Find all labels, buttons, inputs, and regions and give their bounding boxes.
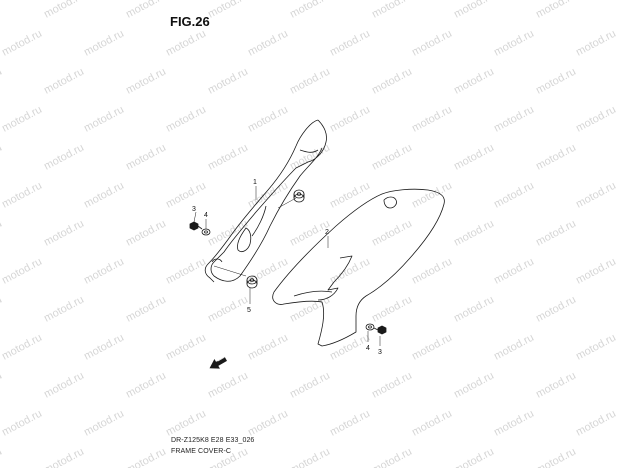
bolt-left bbox=[189, 221, 203, 231]
callout-left-cover: 1 bbox=[253, 179, 257, 186]
figure-title: FIG.26 bbox=[170, 14, 210, 29]
callout-right-cover: 2 bbox=[325, 229, 329, 236]
callout-grommet: 5 bbox=[247, 307, 251, 314]
callout-washer-right: 4 bbox=[366, 345, 370, 352]
left-frame-cover bbox=[204, 119, 327, 283]
washer-left bbox=[201, 228, 211, 236]
callout-bolt-right: 3 bbox=[378, 349, 382, 356]
grommet-lower bbox=[246, 275, 258, 289]
bolt-right bbox=[373, 325, 387, 335]
callout-washer-left: 4 bbox=[204, 212, 208, 219]
section-name: FRAME COVER-C bbox=[171, 448, 232, 455]
model-code: DR-Z125K8 E28 E33_026 bbox=[171, 437, 255, 444]
callout-bolt-left: 3 bbox=[192, 206, 196, 213]
washer-right bbox=[365, 323, 375, 331]
leader-lines bbox=[193, 186, 381, 346]
right-frame-cover bbox=[272, 188, 445, 347]
front-direction-arrow-icon bbox=[209, 356, 227, 369]
grommet-upper bbox=[293, 189, 305, 203]
